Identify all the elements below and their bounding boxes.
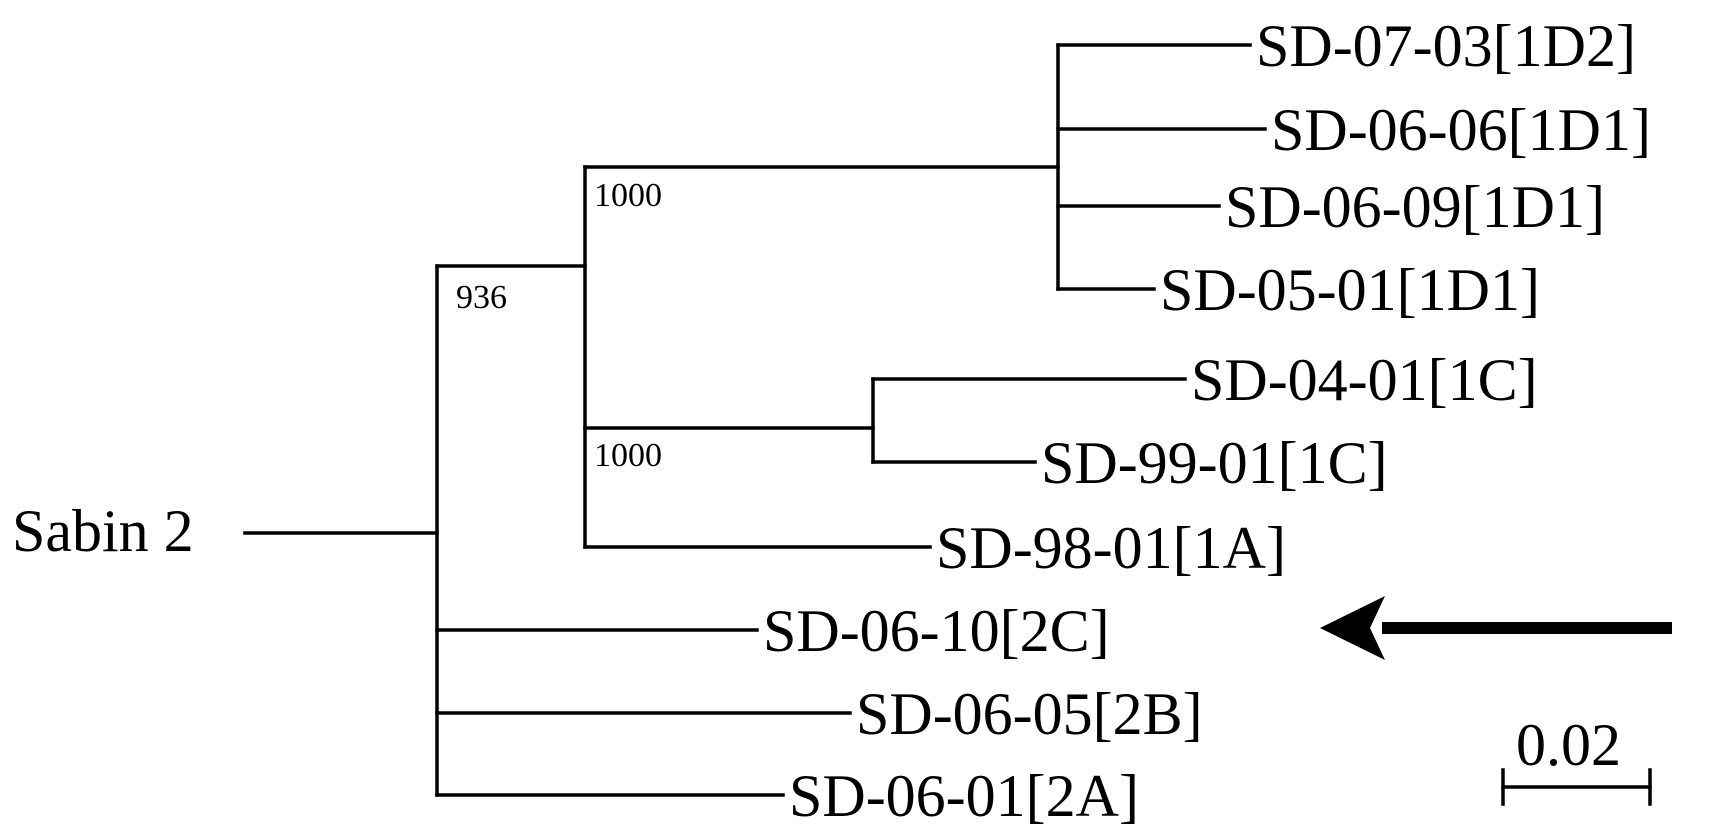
scale-bar-label: 0.02 — [1516, 712, 1621, 778]
leaf-label-sd-06-01: SD-06-01[2A] — [789, 763, 1139, 829]
leaf-label-sd-98-01: SD-98-01[1A] — [936, 515, 1286, 581]
bootstrap-1000-top: 1000 — [594, 177, 662, 214]
leaf-label-sd-07-03: SD-07-03[1D2] — [1256, 13, 1636, 79]
leaf-label-sd-06-06: SD-06-06[1D1] — [1271, 97, 1651, 163]
left-arrow-icon — [1320, 596, 1672, 660]
leaf-label-sd-04-01: SD-04-01[1C] — [1191, 347, 1538, 413]
root-label-sabin2: Sabin 2 — [12, 498, 194, 564]
leaf-label-sd-06-09: SD-06-09[1D1] — [1225, 174, 1605, 240]
leaf-label-sd-99-01: SD-99-01[1C] — [1041, 430, 1388, 496]
leaf-label-sd-05-01: SD-05-01[1D1] — [1160, 257, 1540, 323]
bootstrap-1000-bottom: 1000 — [594, 437, 662, 474]
scale-bar: 0.02 — [1501, 712, 1652, 806]
bootstrap-936: 936 — [456, 279, 507, 316]
leaf-label-sd-06-10: SD-06-10[2C] — [763, 598, 1110, 664]
leaf-label-sd-06-05: SD-06-05[2B] — [856, 681, 1203, 747]
